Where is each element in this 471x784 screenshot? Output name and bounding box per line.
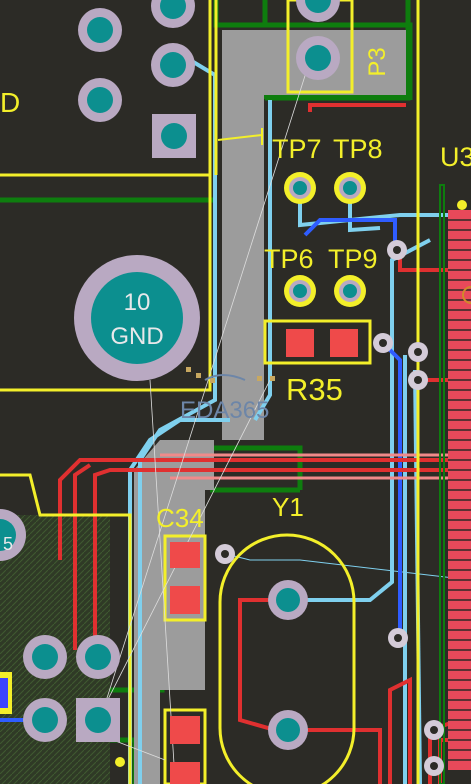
test-points[interactable]: [284, 172, 366, 307]
ref-c34: C34: [156, 503, 204, 533]
watermark-text: EDA365: [180, 397, 269, 424]
ref-tp8: TP8: [333, 134, 383, 164]
ref-u3: U3: [440, 142, 471, 172]
watermark-marks: [186, 367, 275, 383]
vias[interactable]: [215, 240, 444, 776]
u3-edge-mark: [462, 286, 471, 304]
pin1-marker: [115, 757, 125, 767]
gnd-hole-number: 10: [124, 289, 151, 316]
smd-pads[interactable]: [170, 329, 358, 784]
u3-pad-separators: [448, 219, 471, 761]
ref-p3: P3: [364, 47, 391, 76]
through-hole-pads[interactable]: [0, 0, 340, 750]
ref-y1: Y1: [272, 492, 304, 522]
watermark-arc: [204, 374, 246, 381]
gnd-hole-label: GND: [110, 323, 163, 350]
ref-partial-5: 5: [3, 534, 13, 554]
ref-r35: R35: [286, 372, 343, 407]
ref-tp7: TP7: [272, 134, 322, 164]
left-edge-pad[interactable]: [0, 678, 8, 708]
u3-pin1-marker: [457, 200, 467, 210]
ref-tp9: TP9: [328, 244, 378, 274]
silkscreen-outlines: [0, 0, 420, 784]
copper-pour-region[interactable]: [134, 30, 406, 784]
pour-edge: [264, 95, 409, 99]
ref-partial-d: D: [0, 87, 20, 118]
gnd-mounting-hole[interactable]: 10 GND: [74, 255, 200, 381]
ref-tp6: TP6: [264, 244, 314, 274]
top-layer-traces: [58, 103, 471, 784]
u3-outline: [439, 184, 445, 784]
